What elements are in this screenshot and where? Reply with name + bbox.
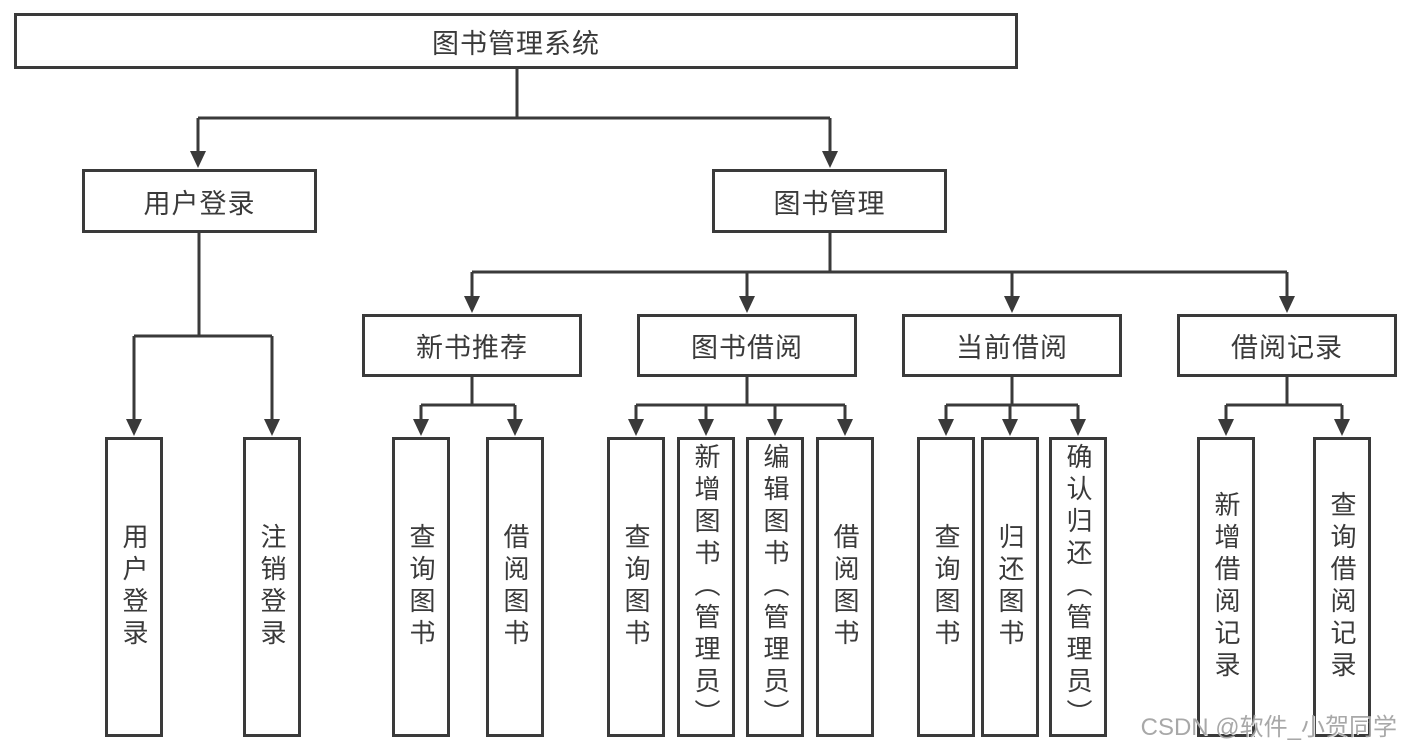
node-label: 当前借阅 xyxy=(956,333,1068,363)
leaf-borrow-books-recommend: 借阅图书 xyxy=(486,437,544,737)
node-label: 编辑图书（管理员） xyxy=(760,443,790,731)
leaf-query-borrow-record: 查询借阅记录 xyxy=(1313,437,1371,737)
node-book-management: 图书管理 xyxy=(712,169,947,233)
leaf-return-books: 归还图书 xyxy=(981,437,1039,737)
node-label: 查询图书 xyxy=(621,523,651,651)
node-book-borrowing: 图书借阅 xyxy=(637,314,857,377)
leaf-query-books-recommend: 查询图书 xyxy=(392,437,450,737)
node-label: 新书推荐 xyxy=(416,333,528,363)
node-label: 注销登录 xyxy=(257,523,287,651)
leaf-query-books-borrow: 查询图书 xyxy=(607,437,665,737)
node-library-management-system: 图书管理系统 xyxy=(14,13,1018,69)
leaf-edit-books-admin: 编辑图书（管理员） xyxy=(746,437,804,737)
node-label: 新增借阅记录 xyxy=(1211,491,1241,683)
node-current-borrowing: 当前借阅 xyxy=(902,314,1122,377)
leaf-borrow-books: 借阅图书 xyxy=(816,437,874,737)
node-label: 用户登录 xyxy=(143,188,256,219)
node-label: 查询借阅记录 xyxy=(1327,491,1357,683)
node-label: 图书管理 xyxy=(773,188,886,219)
leaf-add-books-admin: 新增图书（管理员） xyxy=(677,437,735,737)
leaf-user-login: 用户登录 xyxy=(105,437,163,737)
node-label: 借阅图书 xyxy=(500,523,530,651)
node-new-book-recommendation: 新书推荐 xyxy=(362,314,582,377)
node-label: 借阅图书 xyxy=(830,523,860,651)
node-label: 归还图书 xyxy=(995,523,1025,651)
node-label: 借阅记录 xyxy=(1231,333,1343,363)
node-label: 用户登录 xyxy=(119,523,149,651)
node-borrowing-records: 借阅记录 xyxy=(1177,314,1397,377)
leaf-add-borrow-record: 新增借阅记录 xyxy=(1197,437,1255,737)
node-label: 查询图书 xyxy=(931,523,961,651)
node-label: 图书管理系统 xyxy=(432,28,600,59)
leaf-confirm-return-admin: 确认归还（管理员） xyxy=(1049,437,1107,737)
node-label: 确认归还（管理员） xyxy=(1063,443,1093,731)
node-user-login: 用户登录 xyxy=(82,169,317,233)
leaf-query-books-current: 查询图书 xyxy=(917,437,975,737)
leaf-logout: 注销登录 xyxy=(243,437,301,737)
node-label: 图书借阅 xyxy=(691,333,803,363)
node-label: 查询图书 xyxy=(406,523,436,651)
csdn-watermark: CSDN @软件_小贺同学 xyxy=(1140,714,1397,741)
node-label: 新增图书（管理员） xyxy=(691,443,721,731)
